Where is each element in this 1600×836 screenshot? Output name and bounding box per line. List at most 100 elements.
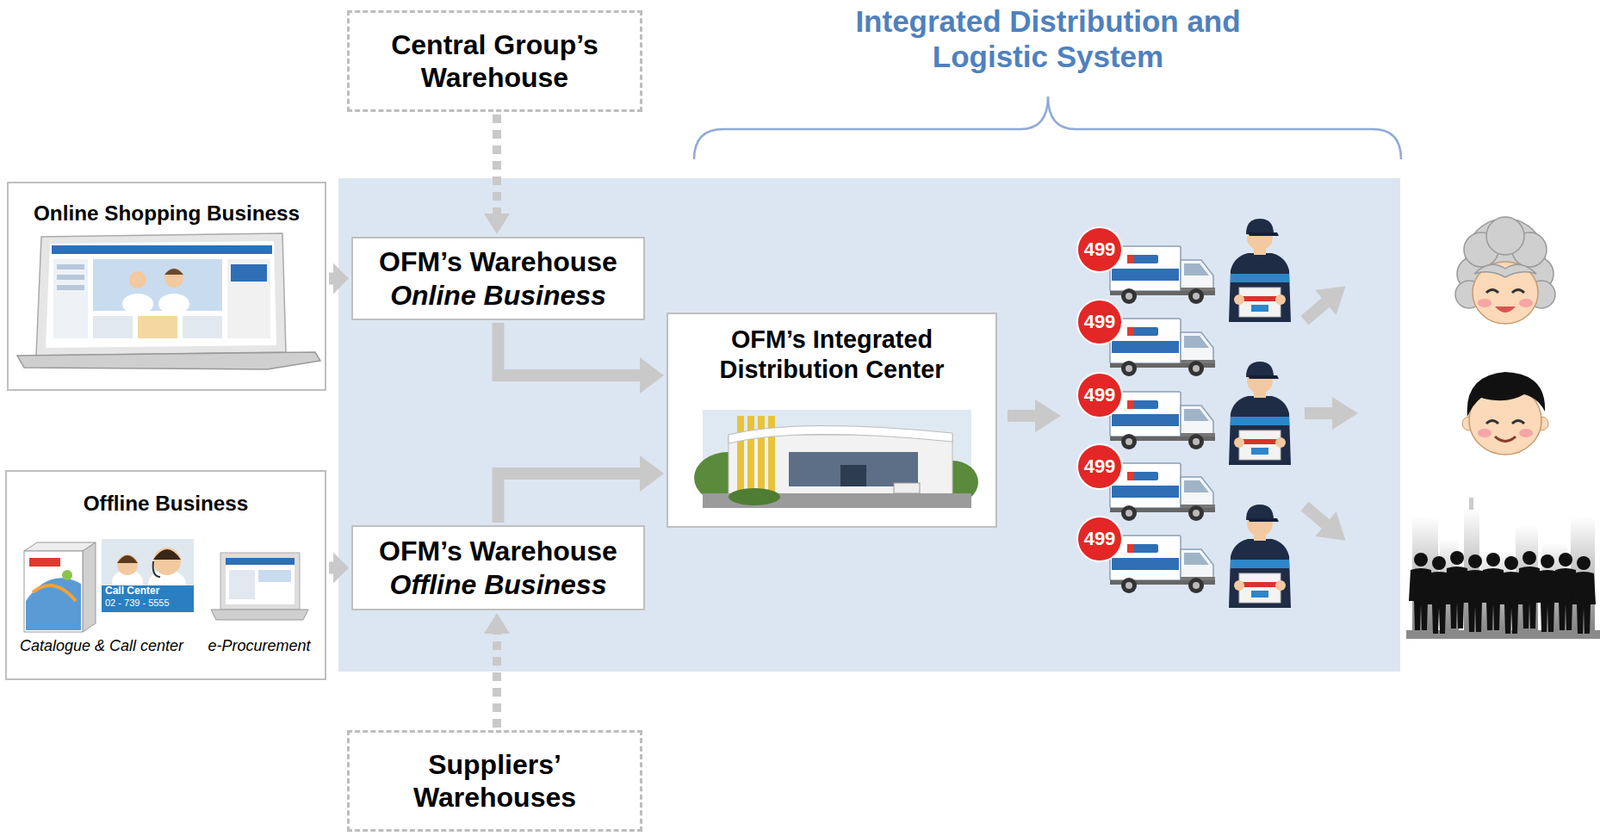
grey-arrow: [1294, 273, 1357, 334]
laptop-illustration-part: [164, 268, 184, 288]
old-woman-face-part: [1472, 261, 1538, 324]
laptop-illustration-part: [17, 352, 321, 370]
laptop-illustration-part: [56, 274, 85, 280]
building-photo-part: [757, 415, 765, 494]
laptop-illustration-part: [45, 241, 277, 348]
arrow-head: [639, 455, 664, 492]
man-face-part: [1519, 428, 1533, 438]
node-text: Central Group’s Warehouse: [363, 28, 627, 95]
grey-arrow: [1304, 396, 1359, 430]
building-photo-part: [893, 483, 920, 494]
city-skyline: [1406, 497, 1600, 639]
grey-arrow: [1294, 493, 1357, 553]
laptop-illustration-part: [36, 233, 286, 356]
old-woman-face-part: [1474, 264, 1537, 278]
price-badge: 499: [1073, 383, 1126, 408]
arrow-head: [639, 357, 664, 394]
laptop-illustration-part: [137, 316, 178, 339]
laptop-illustration-part: [122, 293, 154, 315]
warehouse-box: OFM’s WarehouseOffline Business: [351, 525, 645, 611]
offline-channels-illustration-part: [101, 539, 194, 613]
warehouse-box: Central Group’s Warehouse: [347, 10, 643, 112]
laptop-illustration-part: [93, 316, 133, 339]
offline-channels-illustration-part: [210, 609, 309, 621]
man-face-part: [1467, 372, 1545, 417]
node-text: OFM’s Integrated Distribution Center: [682, 324, 982, 385]
banner-text: Call Center: [105, 584, 160, 597]
laptop-illustration-part: [93, 259, 223, 311]
city-skyline-part: [1570, 516, 1595, 638]
old-woman-face-part-part: [1486, 217, 1525, 255]
man-face-part: [1486, 421, 1525, 425]
offline-channels-illustration-part: [229, 570, 255, 600]
offline-channels-illustration-part: [25, 577, 81, 631]
delivery-man: [1228, 361, 1291, 466]
arrow-head: [483, 213, 510, 235]
building-photo-part: [840, 465, 867, 487]
curly-brace: [694, 96, 1402, 160]
flow-arrow: [498, 455, 665, 523]
flow-arrow: [328, 552, 349, 584]
node-text: OFM’s Warehouse: [378, 534, 618, 568]
offline-channels-illustration-part: [258, 570, 292, 583]
warehouse-box: Suppliers’ Warehouses: [347, 730, 643, 832]
building-photo-part: [747, 415, 755, 494]
building-photo-part: [728, 425, 953, 444]
flow-arrow: [328, 263, 349, 295]
old-woman-face-part: [1519, 298, 1533, 308]
offline-channels-illustration-part: [153, 549, 181, 560]
node-text: Offline Business: [390, 568, 608, 602]
laptop-illustration-part: [56, 285, 85, 291]
laptop-illustration-part: [129, 271, 147, 289]
price-badge: 499: [1073, 237, 1126, 262]
price-badge: 499: [1073, 310, 1126, 335]
laptop-illustration-part: [51, 245, 273, 255]
offline-channels-illustration-part: [225, 558, 295, 605]
node-text: Offline Business: [83, 490, 249, 516]
laptop-illustration-part: [230, 264, 267, 282]
price-badge: 499: [1073, 527, 1126, 552]
laptop-illustration-part: [182, 316, 223, 339]
building-photo-part: [737, 415, 745, 494]
building-photo-part: [702, 409, 972, 509]
offline-channels-illustration-part: [117, 555, 138, 564]
channel-box: Online Shopping Business: [6, 181, 327, 391]
warehouse-box: OFM’s WarehouseOnline Business: [351, 236, 645, 321]
city-skyline-part: [1571, 556, 1596, 634]
laptop-illustration-part: [227, 259, 271, 339]
channel-caption: e-Procurement: [207, 637, 311, 657]
diagram-title: Integrated Distribution and Logistic Sys…: [824, 3, 1272, 75]
price-badge: 499: [1073, 454, 1126, 479]
offline-channels-illustration-part: [62, 570, 73, 581]
arrow-shaft: [492, 114, 502, 215]
laptop-illustration-part: [53, 259, 88, 339]
delivery-man: [1228, 218, 1291, 323]
offline-channels-illustration-part: [153, 547, 181, 576]
blue-panel: [338, 178, 1401, 672]
old-woman-face-part: [1486, 290, 1525, 294]
building-photo-part: [728, 488, 781, 506]
arrow-head: [333, 263, 349, 295]
offline-channels-illustration-part: [220, 552, 300, 610]
man-face: [1462, 372, 1549, 455]
arrow-head: [333, 552, 349, 584]
arrow-head: [483, 613, 510, 634]
offline-channels-illustration-part: [153, 561, 161, 577]
channel-caption: Catalogue & Call center: [19, 637, 184, 657]
offline-channels-illustration-part: [24, 551, 83, 633]
old-woman-face: [1455, 217, 1556, 324]
flow-arrow: [498, 322, 665, 394]
grey-arrow: [1007, 399, 1061, 433]
offline-channels-illustration-part: [32, 585, 76, 602]
laptop-illustration-part: [158, 293, 190, 315]
old-woman-face-part: [1494, 306, 1516, 313]
node-text: Suppliers’ Warehouses: [363, 748, 627, 815]
node-text: Online Shopping Business: [33, 200, 300, 226]
offline-channels-illustration-part: [29, 558, 61, 567]
old-woman-face-part: [1477, 298, 1492, 308]
channel-box: Offline BusinessCatalogue & Call center e…: [5, 470, 327, 681]
building-photo-part: [788, 452, 918, 487]
city-skyline-part: [1469, 497, 1474, 510]
laptop-illustration-part: [164, 268, 184, 275]
